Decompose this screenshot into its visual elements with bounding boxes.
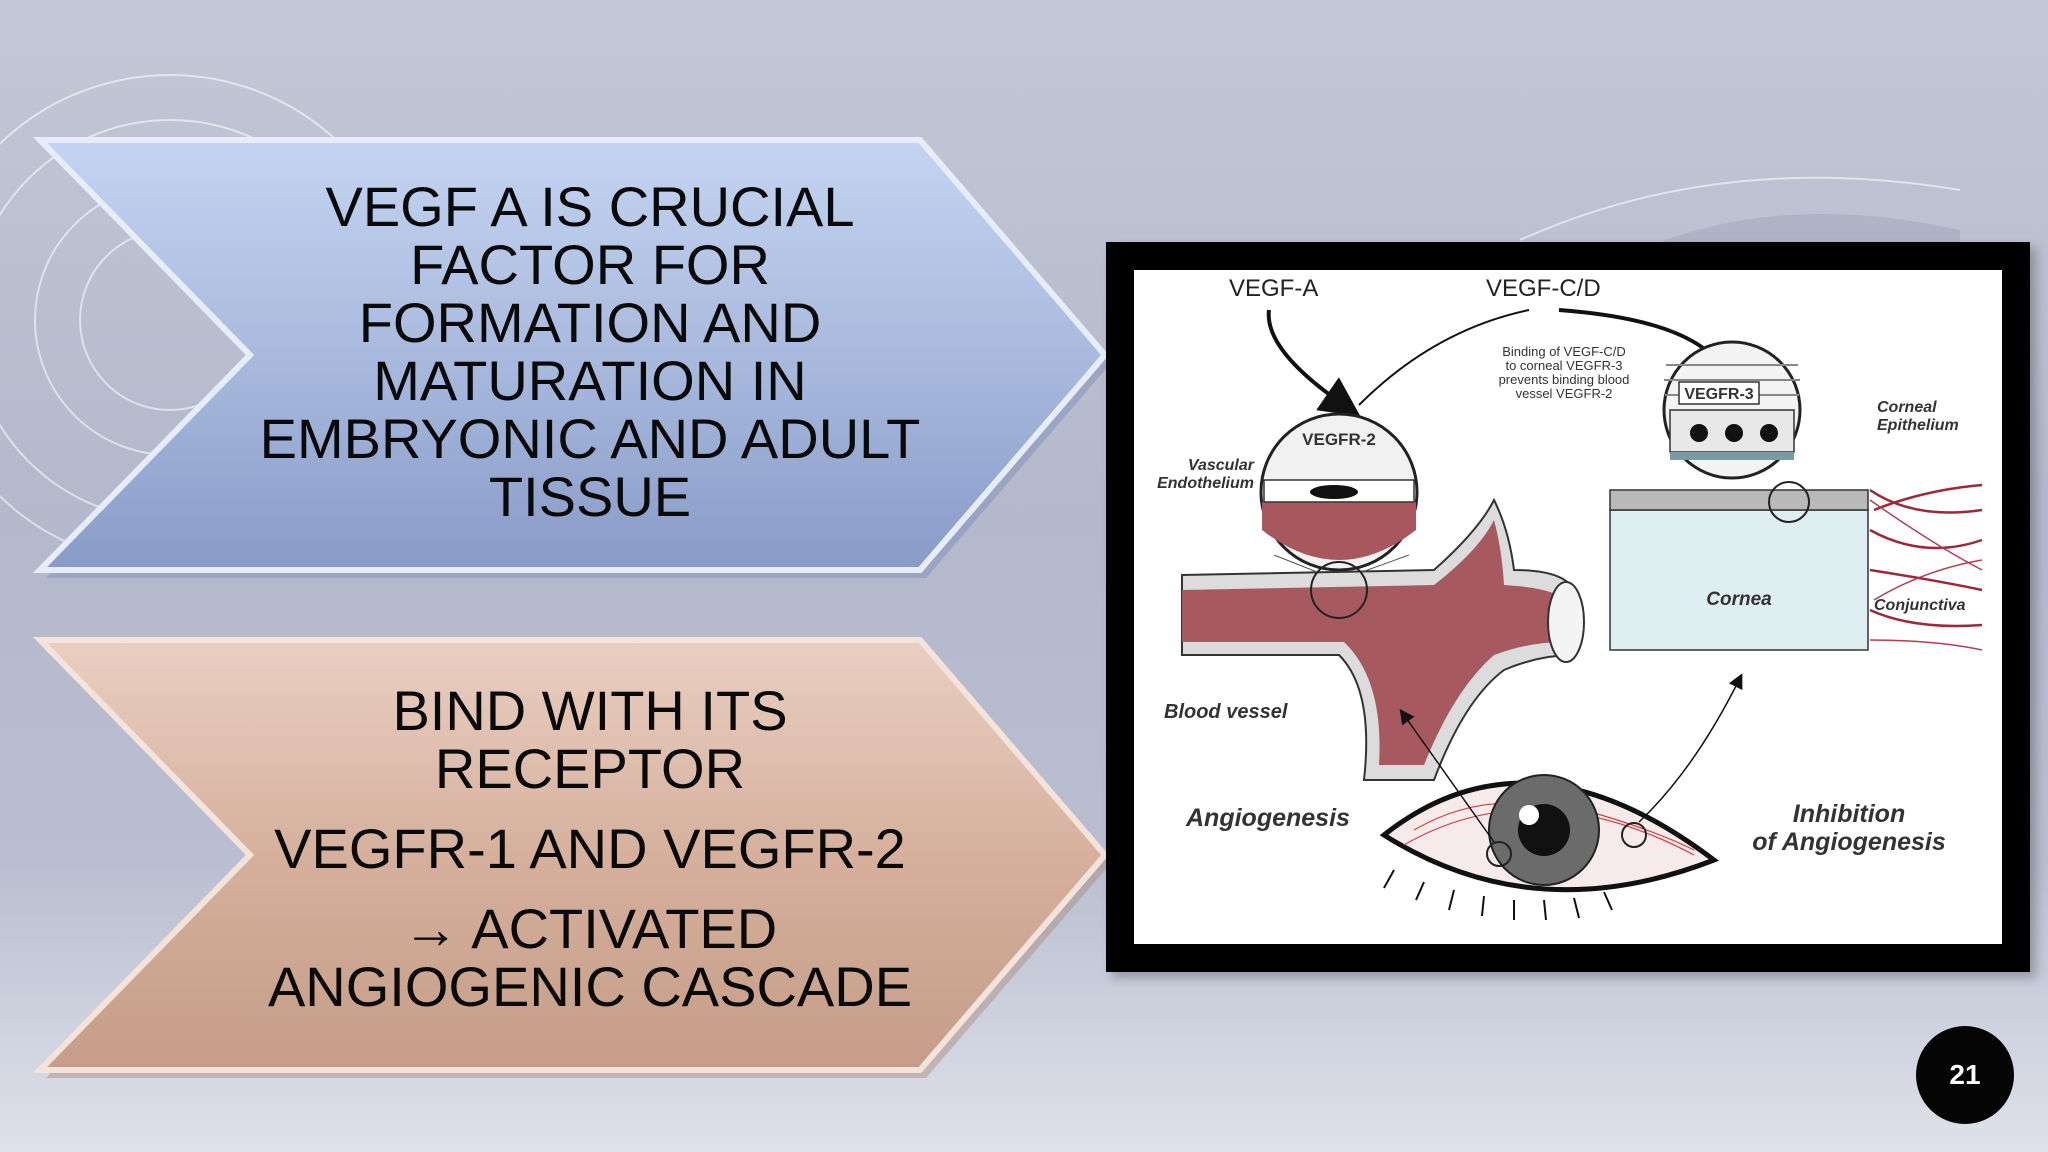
blood-vessel — [1181, 497, 1585, 781]
chevron-bottom-text: BIND WITH ITS RECEPTOR VEGFR-1 AND VEGFR… — [240, 682, 940, 1038]
vegfr3-magnifier: VEGFR-3 — [1662, 340, 1802, 480]
binding-note-2: to corneal VEGFR-3 — [1505, 358, 1622, 373]
chevron-bottom-shape — [32, 637, 1111, 1078]
binding-note-3: prevents binding blood — [1499, 372, 1630, 387]
arrow-inhibition — [1638, 673, 1743, 823]
chevron-top: VEGF A IS CRUCIAL FACTOR FOR FORMATION A… — [0, 130, 1120, 590]
angiogenesis-diagram: VEGF-A VEGF-C/D Binding of VEGF-C/D to c… — [1157, 275, 1983, 921]
label-corneal-epi-2: Epithelium — [1877, 417, 1959, 434]
cascade-line: → ACTIVATED ANGIOGENIC CASCADE — [267, 897, 913, 1018]
label-vegf-a: VEGF-A — [1229, 275, 1318, 302]
angiogenesis-figure: VEGF-A VEGF-C/D Binding of VEGF-C/D to c… — [1134, 270, 2002, 944]
binding-note-4: vessel VEGFR-2 — [1516, 386, 1613, 401]
label-vegf-cd: VEGF-C/D — [1486, 275, 1601, 302]
receptor-names-line: VEGFR-1 AND VEGFR-2 — [274, 817, 906, 880]
vegfr2-magnifier: VEGFR-2 — [1259, 412, 1419, 572]
arrow-vegfa — [1266, 309, 1361, 417]
chevron-bottom: BIND WITH ITS RECEPTOR VEGFR-1 AND VEGFR… — [0, 630, 1120, 1090]
label-vascular-1: Vascular — [1188, 457, 1255, 474]
label-inhibition-2: of Angiogenesis — [1752, 828, 1946, 856]
label-vascular-2: Endothelium — [1157, 475, 1254, 492]
label-angiogenesis: Angiogenesis — [1185, 804, 1350, 832]
chevron-top-shape — [32, 137, 1111, 578]
cornea-block — [1609, 481, 1983, 651]
eye-illustration — [1379, 774, 1720, 921]
label-conjunctiva: Conjunctiva — [1874, 597, 1966, 614]
label-cornea: Cornea — [1706, 589, 1772, 610]
arrow-angiogenesis — [1399, 708, 1495, 843]
label-blood-vessel: Blood vessel — [1164, 701, 1288, 723]
angiogenesis-figure-frame: VEGF-A VEGF-C/D Binding of VEGF-C/D to c… — [1106, 242, 2030, 972]
label-vegfr3: VEGFR-3 — [1684, 386, 1753, 403]
page-number-badge: 21 — [1916, 1026, 2014, 1124]
receptor-line: BIND WITH ITS RECEPTOR — [392, 679, 788, 800]
label-corneal-epi-1: Corneal — [1877, 399, 1937, 416]
arrow-vegfcd-left — [1358, 309, 1530, 406]
label-inhibition-1: Inhibition — [1793, 800, 1905, 828]
label-vegfr2: VEGFR-2 — [1302, 430, 1376, 449]
chevron-top-text: VEGF A IS CRUCIAL FACTOR FOR FORMATION A… — [259, 175, 921, 528]
binding-note-1: Binding of VEGF-C/D — [1502, 344, 1626, 359]
